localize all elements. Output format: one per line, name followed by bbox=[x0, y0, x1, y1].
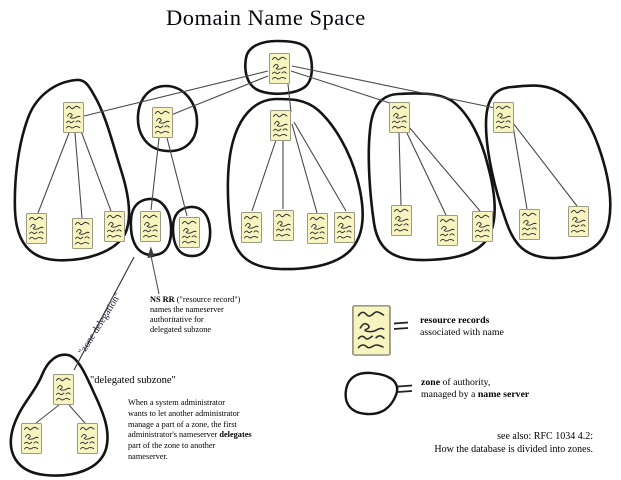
delegation-line2: wants to let another administrator bbox=[128, 408, 240, 418]
node-subzone-a bbox=[140, 211, 161, 242]
delegated-subzone-label: "delegated subzone" bbox=[90, 375, 176, 386]
legend-zone-line2: managed by a name server bbox=[421, 389, 529, 401]
ns-rr-note-line1: NS RR ("resource record") bbox=[150, 295, 240, 305]
zone-outline-middle bbox=[226, 97, 364, 271]
edge-mid-3 bbox=[291, 123, 318, 214]
node-delegated-child-2 bbox=[77, 423, 98, 454]
tree-edges bbox=[35, 65, 578, 424]
edge-left-1 bbox=[37, 132, 70, 214]
node-middle-child-1 bbox=[241, 212, 262, 243]
see-also-line2: How the database is divided into zones. bbox=[434, 443, 593, 455]
node-fourth-child-2 bbox=[437, 215, 458, 246]
delegation-explanation: When a system administrator wants to let… bbox=[128, 398, 252, 463]
node-middle-child-2 bbox=[273, 210, 294, 241]
zone-delegation-line bbox=[73, 256, 135, 371]
node-single-zone bbox=[152, 107, 173, 138]
equals-sign-rr bbox=[393, 321, 409, 325]
delegation-line3: manage a part of a zone, the first bbox=[128, 419, 237, 429]
node-root bbox=[269, 53, 290, 84]
legend-rr-rest: associated with name bbox=[420, 327, 504, 339]
legend-rr-bold: resource records bbox=[420, 315, 490, 326]
edge-single-b bbox=[166, 137, 188, 217]
edge-mid-1 bbox=[251, 139, 277, 212]
edge-subzone-1 bbox=[35, 404, 60, 424]
edge-left-2 bbox=[74, 132, 83, 219]
zone-outline-root bbox=[244, 39, 314, 96]
delegation-line1: When a system administrator bbox=[128, 398, 226, 407]
edge-single-a bbox=[150, 137, 160, 211]
delegation-line6: nameserver. bbox=[128, 451, 168, 461]
legend-zone-text: zone of authority, managed by a name ser… bbox=[421, 377, 529, 401]
delegation-line5: part of the zone to another bbox=[128, 441, 216, 451]
node-delegated-top bbox=[53, 374, 74, 405]
delegation-line4: administrator's nameserver delegates bbox=[128, 430, 252, 441]
zone-outline-left bbox=[13, 78, 131, 262]
node-middle-child-4 bbox=[334, 212, 355, 243]
see-also-line1: see also: RFC 1034 4.2: bbox=[497, 431, 593, 442]
node-middle-child-3 bbox=[307, 213, 328, 244]
edge-root-single bbox=[170, 75, 269, 116]
node-middle-top bbox=[270, 110, 291, 141]
ns-rr-note-line2: names the nameserver bbox=[150, 305, 224, 314]
node-left-top bbox=[63, 102, 84, 133]
legend-resource-records-text: resource records associated with name bbox=[420, 315, 504, 339]
legend-zone-rest: of authority, bbox=[440, 377, 491, 388]
edge-mid-4 bbox=[293, 121, 347, 212]
arrow-head bbox=[147, 246, 155, 258]
ns-rr-note: NS RR ("resource record") names the name… bbox=[150, 295, 240, 335]
ns-rr-rest: ("resource record") bbox=[174, 295, 241, 304]
edge-left-3 bbox=[80, 130, 112, 212]
ns-rr-bold: NS RR bbox=[150, 295, 175, 304]
zone-outline-subzone-b bbox=[171, 205, 212, 258]
edge-fifth-2 bbox=[512, 122, 578, 207]
edge-subzone-2 bbox=[68, 404, 86, 424]
see-also-note: see also: RFC 1034 4.2: How the database… bbox=[434, 431, 593, 456]
edge-root-fourth bbox=[290, 70, 397, 106]
zone-outline-delegated-subzone bbox=[9, 353, 109, 477]
edge-fourth-2 bbox=[405, 130, 447, 216]
node-fourth-top bbox=[389, 102, 410, 133]
equals-sign-zone bbox=[397, 384, 413, 388]
ns-rr-pointer-arrow bbox=[147, 246, 160, 295]
ns-rr-note-line3: authoritative for bbox=[150, 315, 204, 324]
legend-zone-line2-pre: managed by a bbox=[421, 389, 478, 401]
zone-outline-fourth bbox=[367, 92, 496, 262]
node-fourth-child-1 bbox=[391, 205, 412, 236]
node-fifth-child-1 bbox=[519, 209, 540, 240]
node-left-child-3 bbox=[104, 211, 125, 242]
delegation-line4-bold: delegates bbox=[219, 430, 252, 440]
ns-rr-note-line4: delegated subzone bbox=[150, 325, 212, 334]
node-fourth-child-3 bbox=[472, 211, 493, 242]
edge-fourth-3 bbox=[408, 126, 481, 212]
edge-fifth-1 bbox=[511, 119, 528, 210]
equals-sign-rr-2 bbox=[393, 327, 409, 330]
node-fifth-child-2 bbox=[568, 206, 589, 237]
node-left-child-2 bbox=[72, 218, 93, 249]
page-title: Domain Name Space bbox=[166, 5, 366, 30]
edge-root-fifth bbox=[291, 65, 496, 109]
legend-zone-symbol bbox=[344, 371, 399, 416]
node-delegated-child-1 bbox=[21, 423, 42, 454]
edge-root-middle bbox=[287, 83, 292, 113]
equals-sign-zone-2 bbox=[397, 390, 413, 393]
edge-fourth-1 bbox=[398, 132, 402, 206]
edge-root-left bbox=[83, 70, 269, 117]
node-fifth-top bbox=[493, 102, 514, 133]
node-subzone-b bbox=[179, 217, 200, 248]
delegation-line4-pre: administrator's nameserver bbox=[128, 430, 220, 440]
zone-outline-fifth bbox=[484, 84, 612, 260]
arrow-shaft bbox=[150, 255, 160, 295]
legend-resource-record-symbol bbox=[351, 304, 391, 356]
legend-zone-bold: zone bbox=[421, 377, 441, 388]
node-left-child-1 bbox=[26, 213, 47, 244]
equals-signs bbox=[393, 321, 413, 393]
legend-zone-line2-bold: name server bbox=[477, 389, 530, 401]
legend-zone-line1: zone of authority, bbox=[421, 377, 529, 389]
